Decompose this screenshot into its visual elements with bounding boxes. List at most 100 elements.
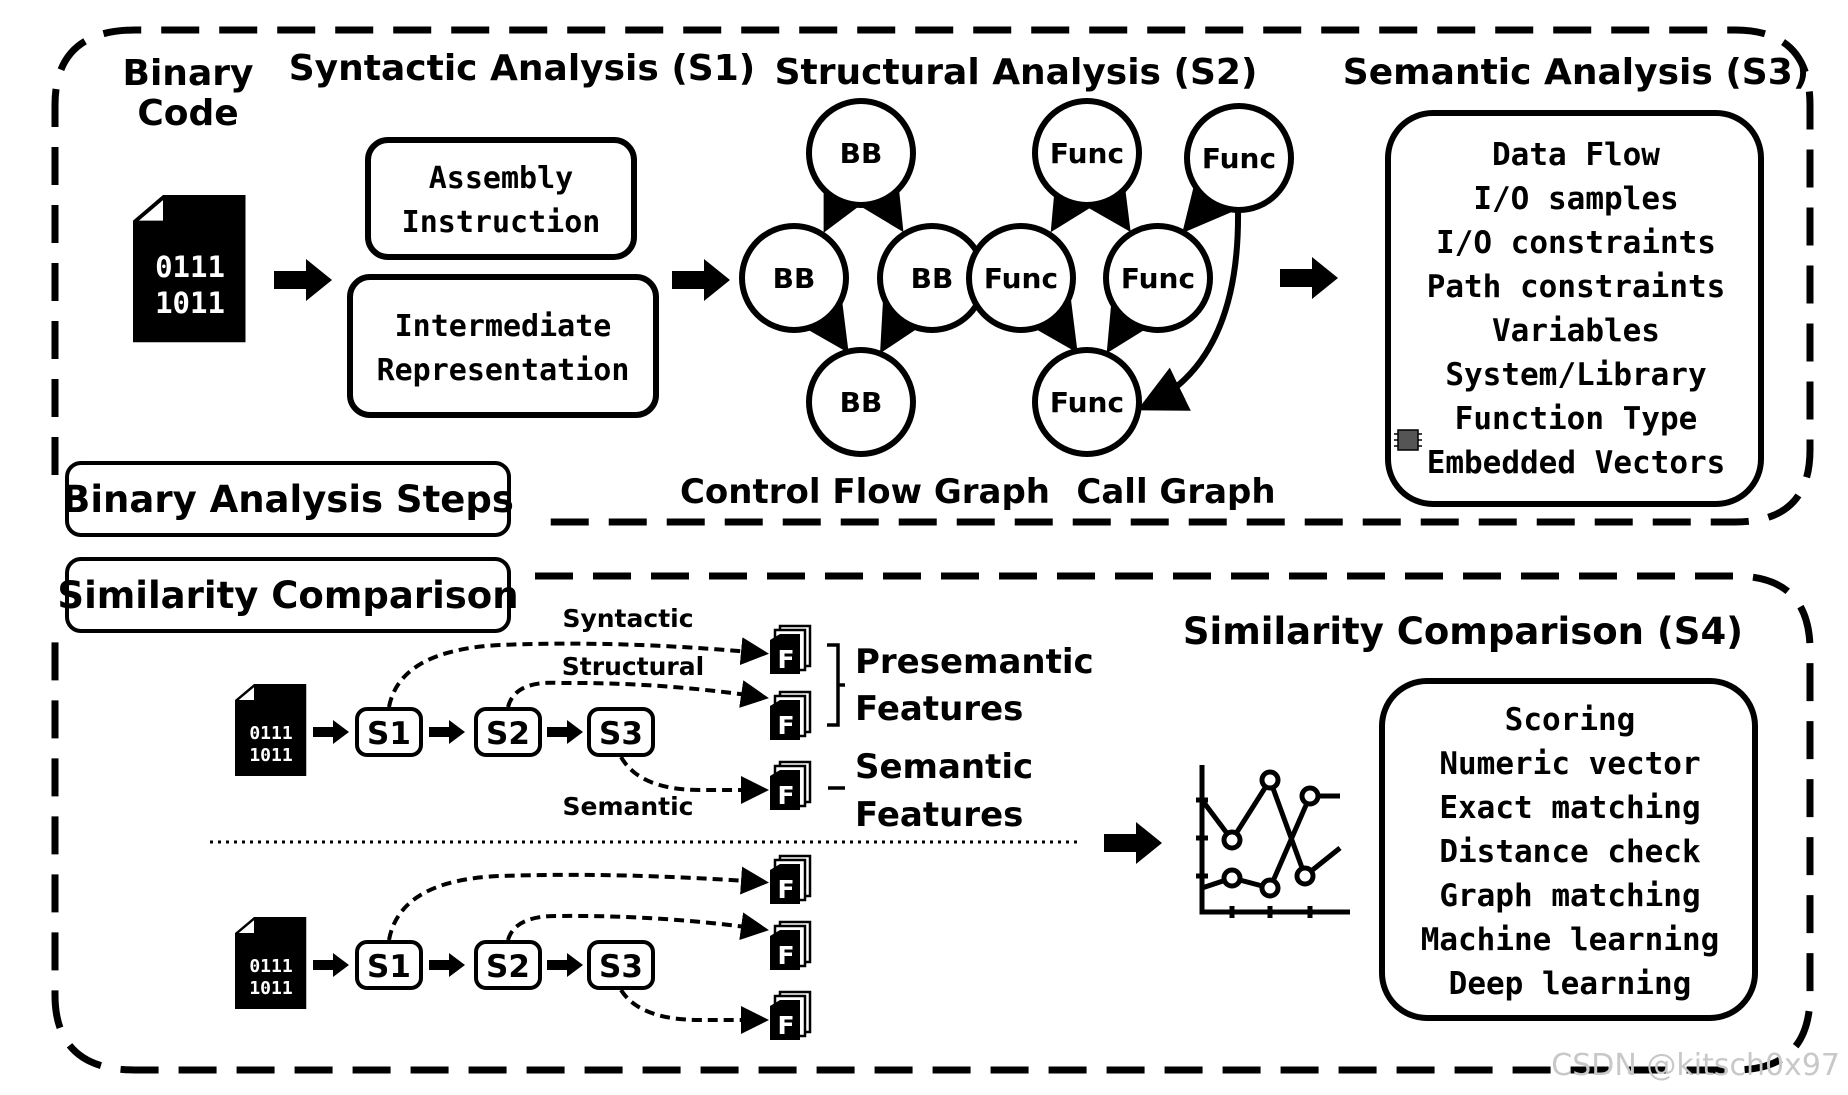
s3-item: Embedded Vectors (1427, 445, 1726, 481)
svg-text:Func: Func (1050, 137, 1124, 170)
right-arrow-icon (313, 953, 349, 977)
edge-label-semantic: Semantic (562, 792, 693, 821)
cg-node-func-mid-right: Func (1103, 223, 1213, 333)
s3-item: I/O samples (1473, 181, 1678, 217)
ir-line1: Intermediate (395, 309, 612, 344)
svg-text:BB: BB (840, 137, 883, 170)
stage-s3: S3 (587, 940, 655, 990)
s3-item: I/O constraints (1436, 225, 1716, 261)
presemantic-line1: Presemantic (855, 642, 1094, 682)
s4-item: Machine learning (1421, 922, 1720, 958)
svg-text:Func: Func (1121, 262, 1195, 295)
pipeline-row-2: 0111 1011 S1 S2 S3 F (235, 854, 812, 1042)
presemantic-brace (827, 643, 845, 727)
s4-item: Deep learning (1449, 966, 1692, 1002)
cfg-edges (802, 178, 925, 354)
svg-text:BB: BB (773, 262, 816, 295)
bottom-dashed-border (51, 572, 1814, 1074)
right-arrow-icon (274, 259, 332, 301)
cg-node-func-bottom: Func (1032, 347, 1142, 457)
s3-item: Data Flow (1492, 137, 1660, 173)
svg-text:Func: Func (1202, 142, 1276, 175)
right-arrow-icon (547, 720, 583, 744)
svg-text:1011: 1011 (249, 978, 292, 999)
svg-text:F: F (777, 875, 794, 904)
s3-features-box (1385, 110, 1764, 507)
binary-analysis-steps-box (65, 461, 511, 537)
chip-icon (1394, 429, 1422, 451)
s4-item: Exact matching (1439, 790, 1700, 826)
stage-s2: S2 (474, 707, 542, 757)
svg-text:F: F (777, 711, 794, 740)
binary-code-title-line2: Code (137, 93, 238, 134)
s3-item: Variables (1492, 313, 1660, 349)
right-arrow-icon (547, 953, 583, 977)
svg-text:0111: 0111 (249, 723, 292, 744)
svg-text:S1: S1 (367, 716, 411, 752)
svg-text:F: F (777, 781, 794, 810)
assembly-line2: Instruction (402, 205, 601, 240)
cg-node-func-top-right: Func (1184, 103, 1294, 213)
edge-label-syntactic: Syntactic (562, 604, 693, 633)
svg-text:F: F (777, 1011, 794, 1040)
stage-s1: S1 (355, 940, 423, 990)
s1-title: Syntactic Analysis (S1) (289, 48, 756, 89)
binary-icon-line1: 0111 (155, 250, 225, 284)
binary-code-title-line1: Binary (123, 53, 254, 94)
edge-label-structural: Structural (562, 652, 704, 681)
right-arrow-icon (672, 259, 730, 301)
dashed-edges-row-1 (387, 637, 769, 804)
stage-s1: S1 (355, 707, 423, 757)
right-arrow-icon (1104, 822, 1162, 864)
svg-text:F: F (777, 645, 794, 674)
s4-item: Scoring (1505, 702, 1636, 738)
control-flow-graph-label: Control Flow Graph (680, 472, 1050, 512)
svg-text:0111: 0111 (249, 956, 292, 977)
semantic-features-line1: Semantic (855, 747, 1033, 787)
watermark: CSDN @kitsch0x97 (1551, 1048, 1840, 1083)
s4-item: Distance check (1439, 834, 1701, 870)
cfg-node-bb-left: BB (739, 223, 849, 333)
assembly-instruction-box (365, 137, 637, 260)
stage-s3: S3 (587, 707, 655, 757)
s3-feature-list: Data Flow I/O samples I/O constraints Pa… (1427, 137, 1726, 481)
bottom-section: Similarity Comparison Similarity Compari… (51, 557, 1814, 1074)
s4-title: Similarity Comparison (S4) (1183, 610, 1743, 653)
s4-methods-box (1379, 678, 1758, 1021)
svg-text:F: F (777, 941, 794, 970)
s4-item: Numeric vector (1439, 746, 1700, 782)
s3-item: System/Library (1445, 357, 1706, 393)
cfg-node-bb-bottom: BB (806, 347, 916, 457)
ir-line2: Representation (377, 353, 630, 388)
svg-text:S2: S2 (486, 949, 530, 985)
svg-text:BB: BB (840, 386, 883, 419)
svg-text:S3: S3 (599, 949, 643, 985)
dashed-edges-row-2 (387, 866, 769, 1034)
similarity-comparison-box (65, 557, 511, 633)
pipeline-row-1: 0111 1011 S1 S2 S3 Syntactic (235, 604, 1094, 835)
line-chart-icon (1196, 765, 1350, 918)
intermediate-representation-box (347, 274, 659, 418)
similarity-comparison-label: Similarity Comparison (57, 574, 518, 617)
s3-item: Function Type (1455, 401, 1698, 437)
call-graph-label: Call Graph (1076, 472, 1275, 512)
cg-node-func-mid-left: Func (966, 223, 1076, 333)
binary-icon-line2: 1011 (155, 286, 225, 320)
top-section: Binary Code 0111 1011 Syntactic Analysis… (51, 26, 1814, 537)
presemantic-line2: Features (855, 689, 1023, 729)
top-dashed-border (51, 26, 1814, 526)
stage-s2: S2 (474, 940, 542, 990)
svg-text:S2: S2 (486, 716, 530, 752)
s4-method-list: Scoring Numeric vector Exact matching Di… (1421, 702, 1720, 1002)
s4-item: Graph matching (1439, 878, 1700, 914)
right-arrow-icon (429, 953, 465, 977)
right-arrow-icon (1280, 257, 1338, 299)
semantic-features-line2: Features (855, 795, 1023, 835)
binary-analysis-steps-label: Binary Analysis Steps (62, 478, 514, 521)
svg-text:S1: S1 (367, 949, 411, 985)
s2-title: Structural Analysis (S2) (775, 52, 1258, 93)
cfg-node-bb-top: BB (806, 98, 916, 208)
s3-title: Semantic Analysis (S3) (1343, 52, 1809, 93)
s3-item: Path constraints (1427, 269, 1726, 305)
